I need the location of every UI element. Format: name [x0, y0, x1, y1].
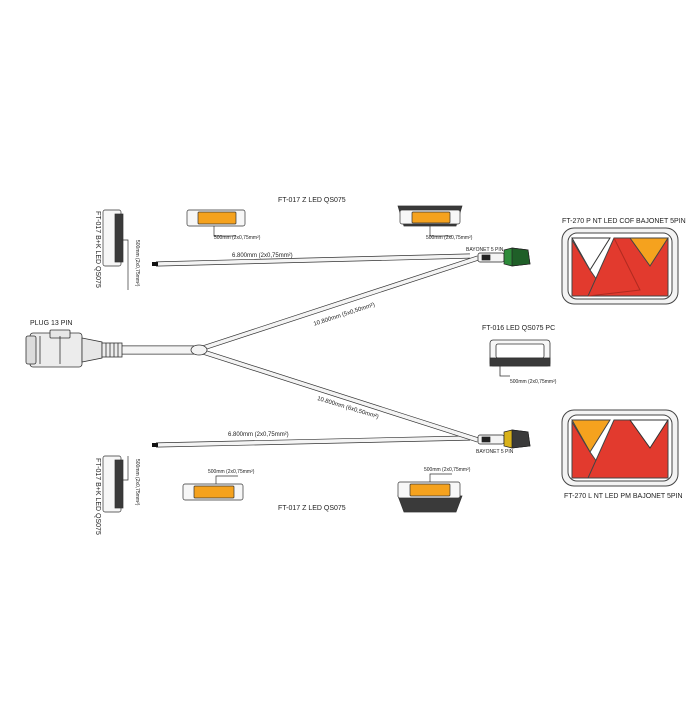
marker-bottom-left-label: FT-017 B+K LED QS075 — [94, 458, 101, 535]
side-marker-lamp-icon — [397, 473, 463, 513]
bottom-marker-small-1: 500mm (2x0,75mm²) — [208, 469, 255, 475]
plate-lamp-small-label: 500mm (2x0,75mm²) — [510, 379, 557, 385]
side-marker-lamp-icon — [102, 209, 129, 290]
plug-label: PLUG 13 PIN — [30, 320, 73, 327]
top-marker-small-1: 500mm (2x0,75mm²) — [214, 235, 261, 241]
top-marker-title: FT-017 Z LED QS075 — [278, 197, 346, 204]
rear-combination-lamp-icon — [561, 227, 679, 305]
side-marker-lamp-icon — [102, 455, 129, 513]
rear-lamp-bottom-label: FT-270 L NT LED PM BAJONET 5PIN — [564, 493, 683, 500]
splitter-joint — [190, 344, 208, 356]
cable-bottom-label: 6.800mm (2x0,75mm²) — [228, 432, 289, 438]
top-marker-small-2: 500mm (2x0,75mm²) — [426, 235, 473, 241]
rear-lamp-top-label: FT-270 P NT LED COF BAJONET 5PIN — [562, 218, 686, 225]
bayonet-bottom-label: BAYONET 5 PIN — [476, 449, 514, 455]
marker-top-left-label: FT-017 B+K LED QS075 — [94, 211, 101, 288]
bayonet-connector-yellow-icon — [477, 429, 531, 449]
trailer-plug-icon — [25, 329, 123, 368]
side-marker-lamp-icon — [186, 209, 246, 237]
cables — [122, 253, 479, 448]
cable-top — [152, 253, 471, 267]
bottom-marker-small-2: 500mm (2x0,75mm²) — [424, 467, 471, 473]
marker-bottom-left-small-label: 500mm (2x0,75mm²) — [134, 459, 140, 506]
side-marker-lamp-icon — [182, 475, 244, 501]
plate-lamp-label: FT-016 LED QS075 PC — [482, 325, 556, 332]
bottom-marker-title: FT-017 Z LED QS075 — [278, 505, 346, 512]
license-plate-lamp-icon — [489, 339, 551, 377]
rear-combination-lamp-icon — [561, 409, 679, 487]
cable-bottom — [152, 435, 471, 448]
cable-top-label: 6.800mm (2x0,75mm²) — [232, 253, 293, 259]
bayonet-connector-green-icon — [477, 247, 531, 267]
bayonet-top-label: BAYONET 5 PIN — [466, 247, 504, 253]
marker-top-left-small-label: 500mm (2x0,75mm²) — [134, 240, 140, 287]
cable-diag-down — [199, 348, 479, 443]
side-marker-lamp-icon — [397, 205, 463, 237]
cable-diag-up — [199, 255, 479, 352]
